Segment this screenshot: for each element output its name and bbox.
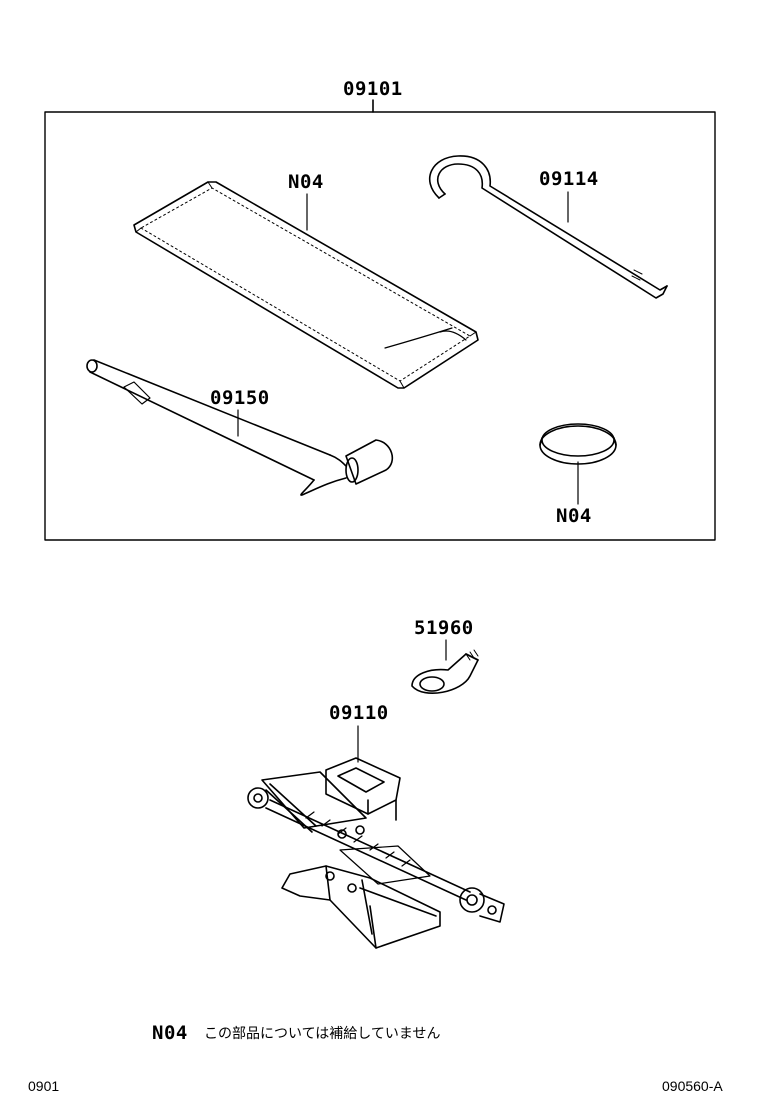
group-frame	[44, 111, 716, 541]
callout-jack: 09110	[329, 702, 389, 724]
callout-hook-tool: 09114	[539, 168, 599, 190]
tool-bag-part	[133, 181, 479, 389]
scissor-jack-part	[247, 757, 505, 949]
group-label: 09101	[343, 78, 403, 100]
note-code: N04	[152, 1022, 188, 1044]
eye-bolt-part	[411, 649, 479, 694]
footer-right-code: 090560-A	[662, 1078, 723, 1094]
callout-wheel-wrench: 09150	[210, 387, 270, 409]
wheel-wrench-part	[86, 359, 394, 496]
note-text: この部品については補給していません	[204, 1026, 441, 1042]
callout-n04-bag: N04	[288, 171, 324, 193]
hook-tool-part	[428, 155, 668, 299]
callout-eye-bolt: 51960	[414, 617, 474, 639]
footer-left-code: 0901	[28, 1078, 60, 1094]
callout-ring: N04	[556, 505, 592, 527]
ring-part	[539, 423, 617, 465]
